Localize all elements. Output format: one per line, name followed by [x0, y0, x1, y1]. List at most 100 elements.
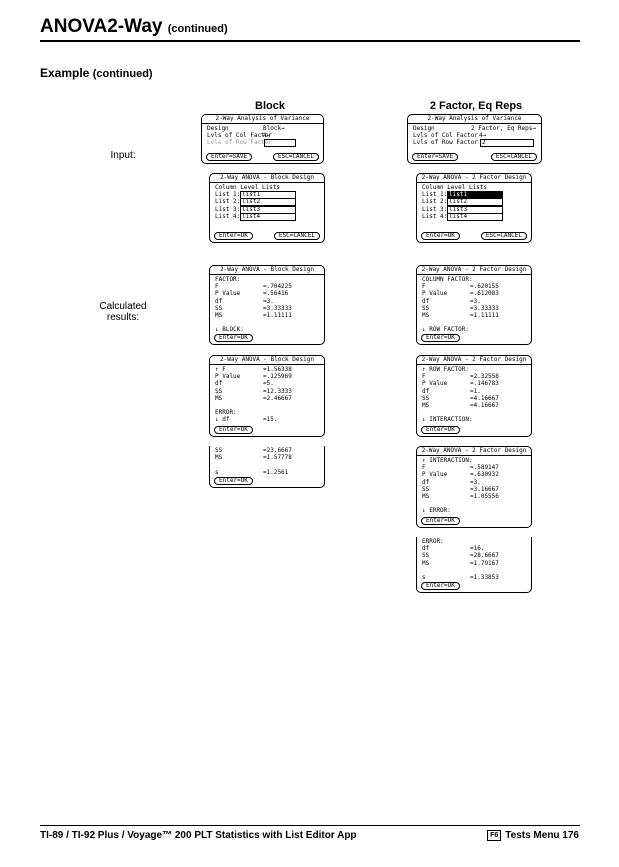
screen-line: SS=12.3333 [215, 388, 319, 395]
screen-line: df =16. [422, 545, 526, 552]
row-levels-field[interactable]: 2 [480, 139, 534, 148]
screen-line: MS=4.16667 [422, 402, 526, 409]
header-rule [40, 40, 580, 42]
screen-title: 2-Way ANOVA - Block Design [210, 266, 324, 275]
line-value: =23.6667 [263, 447, 292, 454]
line-key [215, 402, 263, 409]
screen-line: ERROR: [215, 409, 319, 416]
list-field[interactable]: list4 [240, 212, 296, 221]
screen-line: COLUMN FACTOR: [422, 276, 526, 283]
line-value: =5. [263, 380, 274, 388]
list-row: List 4:list4 [215, 212, 319, 221]
line-value: =1.56338 [263, 366, 292, 373]
line-key: MS [422, 401, 430, 409]
esc-cancel-button[interactable]: ESC=CANCEL [490, 153, 537, 161]
esc-cancel-button[interactable]: ESC=CANCEL [273, 232, 320, 240]
line-key: MS [422, 311, 430, 319]
list-row: List 1:list1 [422, 191, 526, 200]
line-key: P Value [422, 290, 448, 298]
screen-line: SS=3.33333 [422, 305, 526, 312]
line-key: SS [422, 485, 430, 493]
line-value: =1.79167 [470, 559, 499, 567]
f6-key-icon: F6 [487, 830, 502, 841]
line-value: =3. [470, 297, 481, 305]
line-key: ↑ INTERACTION: [422, 457, 473, 464]
enter-button[interactable]: Enter=OK [421, 517, 460, 525]
enter-button[interactable]: Enter=SAVE [206, 153, 253, 161]
enter-button[interactable]: Enter=OK [214, 426, 253, 434]
line-value: =3.16667 [470, 485, 499, 493]
list-label: List 3: [422, 205, 448, 213]
line-value: =16. [470, 545, 485, 553]
screen-line: ↓ ERROR: [422, 507, 526, 514]
enter-button[interactable]: Enter=OK [421, 426, 460, 434]
screen-line [422, 409, 526, 416]
enter-button[interactable]: Enter=OK [421, 232, 460, 240]
esc-cancel-button[interactable]: ESC=CANCEL [272, 153, 319, 161]
calculator-screen-s8: 2-Way ANOVA - 2 Factor Design↑ ROW FACTO… [416, 355, 532, 437]
line-key [422, 409, 470, 416]
line-value: =3. [263, 297, 274, 305]
screen-title: 2-Way ANOVA - 2 Factor Design [417, 266, 531, 275]
list-row: List 1:list1 [215, 191, 319, 200]
screen-buttons: Enter=OK [214, 477, 320, 485]
screen-line: F=.589147 [422, 464, 526, 471]
enter-button[interactable]: Enter=OK [214, 334, 253, 342]
list-field[interactable]: list4 [447, 212, 503, 221]
line-key: ↑ ROW FACTOR: [422, 366, 469, 373]
line-value: =28.6667 [470, 552, 499, 560]
screen-line: s=1.33853 [422, 574, 526, 581]
screen-line: P Value=.630932 [422, 471, 526, 478]
screen-line: s=1.2561 [215, 469, 319, 476]
screen-heading: Column Level Lists [215, 184, 281, 191]
enter-button[interactable]: Enter=SAVE [412, 153, 459, 161]
screen-line: MS=1.11111 [422, 312, 526, 319]
screen-heading: Column Level Lists [422, 184, 488, 191]
line-value [470, 276, 526, 283]
enter-button[interactable]: Enter=OK [214, 477, 253, 485]
screen-line: SS =3.16667 [422, 486, 526, 493]
screen-line [422, 567, 526, 574]
line-value [470, 326, 526, 333]
column-heading-block: Block [255, 100, 285, 112]
line-key: ↓ df [215, 416, 230, 424]
line-key: s [422, 573, 426, 581]
line-key: s [215, 468, 219, 476]
row-levels-field[interactable] [264, 139, 296, 148]
line-value: =4.16667 [470, 394, 499, 402]
screen-line: Lvls of Row Factor [207, 139, 318, 148]
screen-buttons: Enter=OK ESC=CANCEL [214, 232, 320, 240]
line-key: df [422, 545, 430, 553]
list-row: List 2:list2 [215, 198, 319, 207]
line-key: F [422, 283, 426, 291]
screen-buttons: Enter=OK [421, 334, 527, 342]
line-key: MS [215, 394, 223, 402]
screen-line: ↑ F=1.56338 [215, 366, 319, 373]
line-value: =.125969 [263, 373, 292, 381]
screen-title: 2-Way ANOVA - 2 Factor Design [417, 174, 531, 183]
screen-line: P Value=.56416 [215, 290, 319, 297]
enter-button[interactable]: Enter=OK [421, 334, 460, 342]
line-value [470, 500, 526, 507]
section-title: Example (continued) [40, 66, 153, 80]
list-label: List 2: [422, 198, 448, 206]
calculator-screen-s10: 2-Way ANOVA - 2 Factor Design↑ INTERACTI… [416, 446, 532, 528]
line-key: df [215, 297, 223, 305]
line-value: =.612083 [470, 290, 499, 298]
list-label: List 3: [215, 205, 241, 213]
esc-cancel-button[interactable]: ESC=CANCEL [480, 232, 527, 240]
line-value [263, 326, 319, 333]
enter-button[interactable]: Enter=OK [421, 582, 460, 590]
screen-line: F=.620155 [422, 283, 526, 290]
enter-button[interactable]: Enter=OK [214, 232, 253, 240]
list-row: List 4:list4 [422, 212, 526, 221]
line-value [263, 402, 319, 409]
line-value [263, 461, 319, 468]
line-key: Lvls of Row Factor [207, 139, 273, 147]
